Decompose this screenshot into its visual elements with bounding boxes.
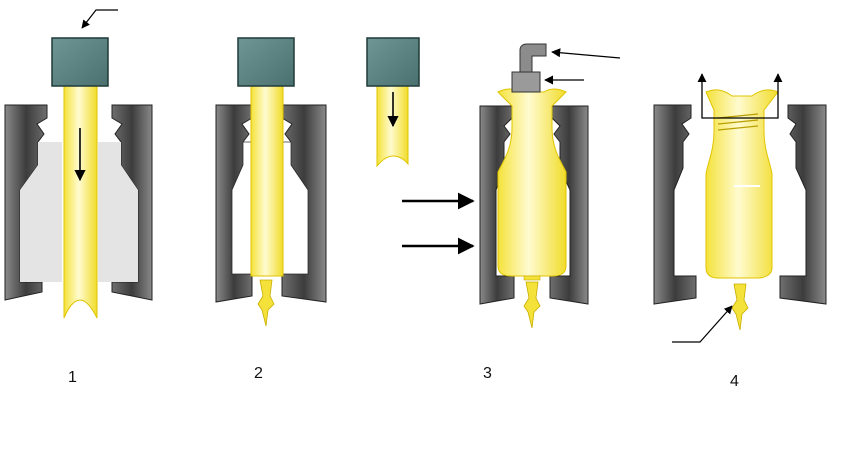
pinch-seam	[523, 275, 541, 281]
mold-cavity-left	[20, 142, 62, 282]
parison	[63, 85, 98, 319]
step-2: 2	[215, 37, 327, 382]
step-2-label: 2	[254, 365, 263, 382]
mold-right-half	[779, 104, 827, 305]
ejected-bottle	[705, 89, 779, 279]
extrusion-pointer-arrow-icon	[81, 9, 118, 29]
tail-pointer-arrow-icon	[672, 305, 733, 343]
blow-pin-tube	[519, 43, 547, 73]
pinched-tail	[257, 279, 275, 327]
blown-bottle	[497, 88, 567, 277]
neck-thread	[717, 119, 759, 125]
step-1-label: 1	[68, 369, 77, 386]
ejection-arrow-left-icon	[697, 73, 740, 119]
extrusion-head-icon	[366, 37, 420, 87]
blow-pin-icon	[511, 71, 541, 93]
extrusion-head-icon	[51, 37, 109, 87]
neck-thread	[717, 125, 759, 131]
step-3: 3	[402, 43, 621, 382]
neck-thread	[717, 113, 759, 119]
parison	[250, 85, 284, 277]
extrusion-head-icon	[237, 37, 295, 87]
trimmed-tail	[731, 283, 749, 331]
step-1: 1	[4, 9, 153, 386]
air-inlet-arrow-icon	[551, 48, 621, 59]
mold-left-half	[653, 104, 697, 305]
cut-parison-group	[366, 37, 420, 168]
pinched-tail	[523, 281, 541, 329]
step-4: 4	[653, 73, 827, 390]
mold-cavity-right	[98, 142, 138, 282]
step-3-label: 3	[483, 365, 492, 382]
ejection-arrow-right-icon	[740, 73, 783, 119]
step-4-label: 4	[730, 373, 739, 390]
